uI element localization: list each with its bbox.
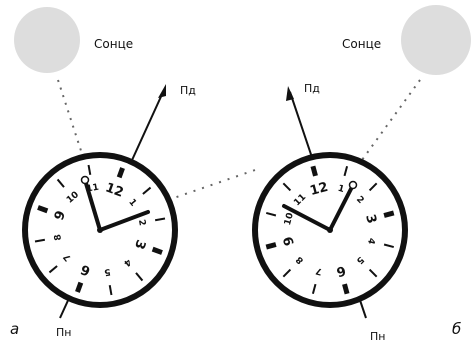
sun-label-right: Сонце — [342, 37, 381, 51]
clock-numeral-right: 6 — [335, 262, 348, 279]
clock-tick-right — [265, 211, 277, 217]
clock-tick-left — [108, 284, 113, 296]
clock-numeral-right: 10 — [283, 212, 296, 227]
clock-tick-left — [154, 217, 166, 222]
sun-right — [401, 5, 471, 75]
clock-tick-right — [265, 242, 277, 250]
clock-tick-left — [142, 186, 152, 195]
minute-hand-left — [83, 178, 102, 232]
clock-tick-left — [34, 238, 46, 243]
clock-numeral-right: 7 — [315, 265, 324, 276]
minute-hand-tip-left — [80, 175, 90, 185]
clock-tick-left — [48, 265, 58, 274]
clock-tick-right — [383, 210, 395, 218]
panel-letter-a: а — [10, 320, 19, 338]
clock-numeral-left: 7 — [62, 251, 74, 262]
clock-numeral-left: 4 — [121, 256, 132, 268]
sun-ray-right — [361, 79, 421, 161]
connector-dotted — [167, 169, 256, 201]
clock-tick-left — [75, 281, 84, 293]
clock-tick-right — [343, 165, 349, 177]
clock-numeral-right: 9 — [281, 235, 298, 248]
hour-hand-left — [98, 210, 150, 232]
minute-hand-tip-right — [348, 180, 358, 190]
clock-tick-right — [368, 268, 378, 278]
clock-tick-right — [368, 182, 378, 192]
sun-left — [14, 7, 80, 73]
minute-hand-right — [328, 183, 355, 232]
clock-tick-right — [310, 165, 318, 177]
clock-tick-left — [135, 272, 144, 282]
clock-tick-right — [383, 243, 395, 249]
clock-numeral-right: 5 — [354, 254, 366, 266]
ns-arrowhead-right — [286, 86, 294, 101]
clock-numeral-right: 12 — [308, 180, 329, 199]
panel-letter-b: б — [452, 320, 461, 338]
sun-label-left: Сонце — [94, 37, 133, 51]
hour-hand-right — [282, 204, 332, 232]
sun-ray-left — [57, 79, 85, 161]
clock-tick-right — [311, 283, 317, 295]
clock-center-left — [97, 227, 103, 233]
clock-numeral-right: 1 — [337, 184, 346, 195]
clock-tick-left — [151, 246, 163, 255]
clock-tick-right — [282, 182, 292, 192]
clock-numeral-right: 8 — [295, 254, 307, 266]
clock-tick-left — [87, 164, 92, 176]
clock-numeral-left: 2 — [136, 219, 147, 227]
clock-numeral-right: 4 — [365, 237, 376, 246]
clock-numeral-left: 12 — [103, 180, 125, 200]
clock-numeral-right: 2 — [354, 195, 366, 207]
clock-tick-right — [342, 283, 350, 295]
clock-numeral-left: 8 — [53, 233, 64, 241]
clock-tick-left — [37, 205, 49, 214]
south-label-right: Пн — [370, 330, 385, 343]
clock-tick-right — [282, 268, 292, 278]
clock-center-right — [327, 227, 333, 233]
clock-numeral-left: 5 — [103, 266, 111, 277]
clock-tick-left — [116, 167, 125, 179]
clock-numeral-left: 1 — [126, 197, 138, 208]
north-label-left: Пд — [180, 84, 196, 97]
north-label-right: Пд — [304, 82, 320, 95]
south-label-left: Пн — [56, 326, 71, 339]
clock-tick-left — [56, 178, 65, 188]
clock-numeral-right: 3 — [362, 213, 379, 226]
ns-arrowhead-left — [158, 84, 166, 98]
